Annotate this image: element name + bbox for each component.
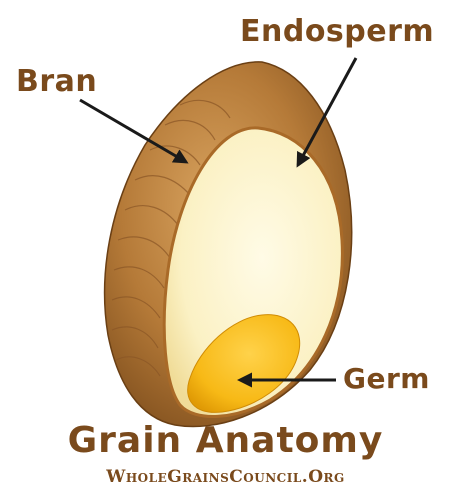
endosperm-label: Endosperm	[240, 14, 434, 49]
website-credit: WholeGrainsCouncil.Org	[0, 467, 451, 487]
diagram-title: Grain Anatomy	[0, 420, 451, 461]
bran-label: Bran	[16, 64, 97, 99]
germ-label: Germ	[343, 362, 430, 395]
